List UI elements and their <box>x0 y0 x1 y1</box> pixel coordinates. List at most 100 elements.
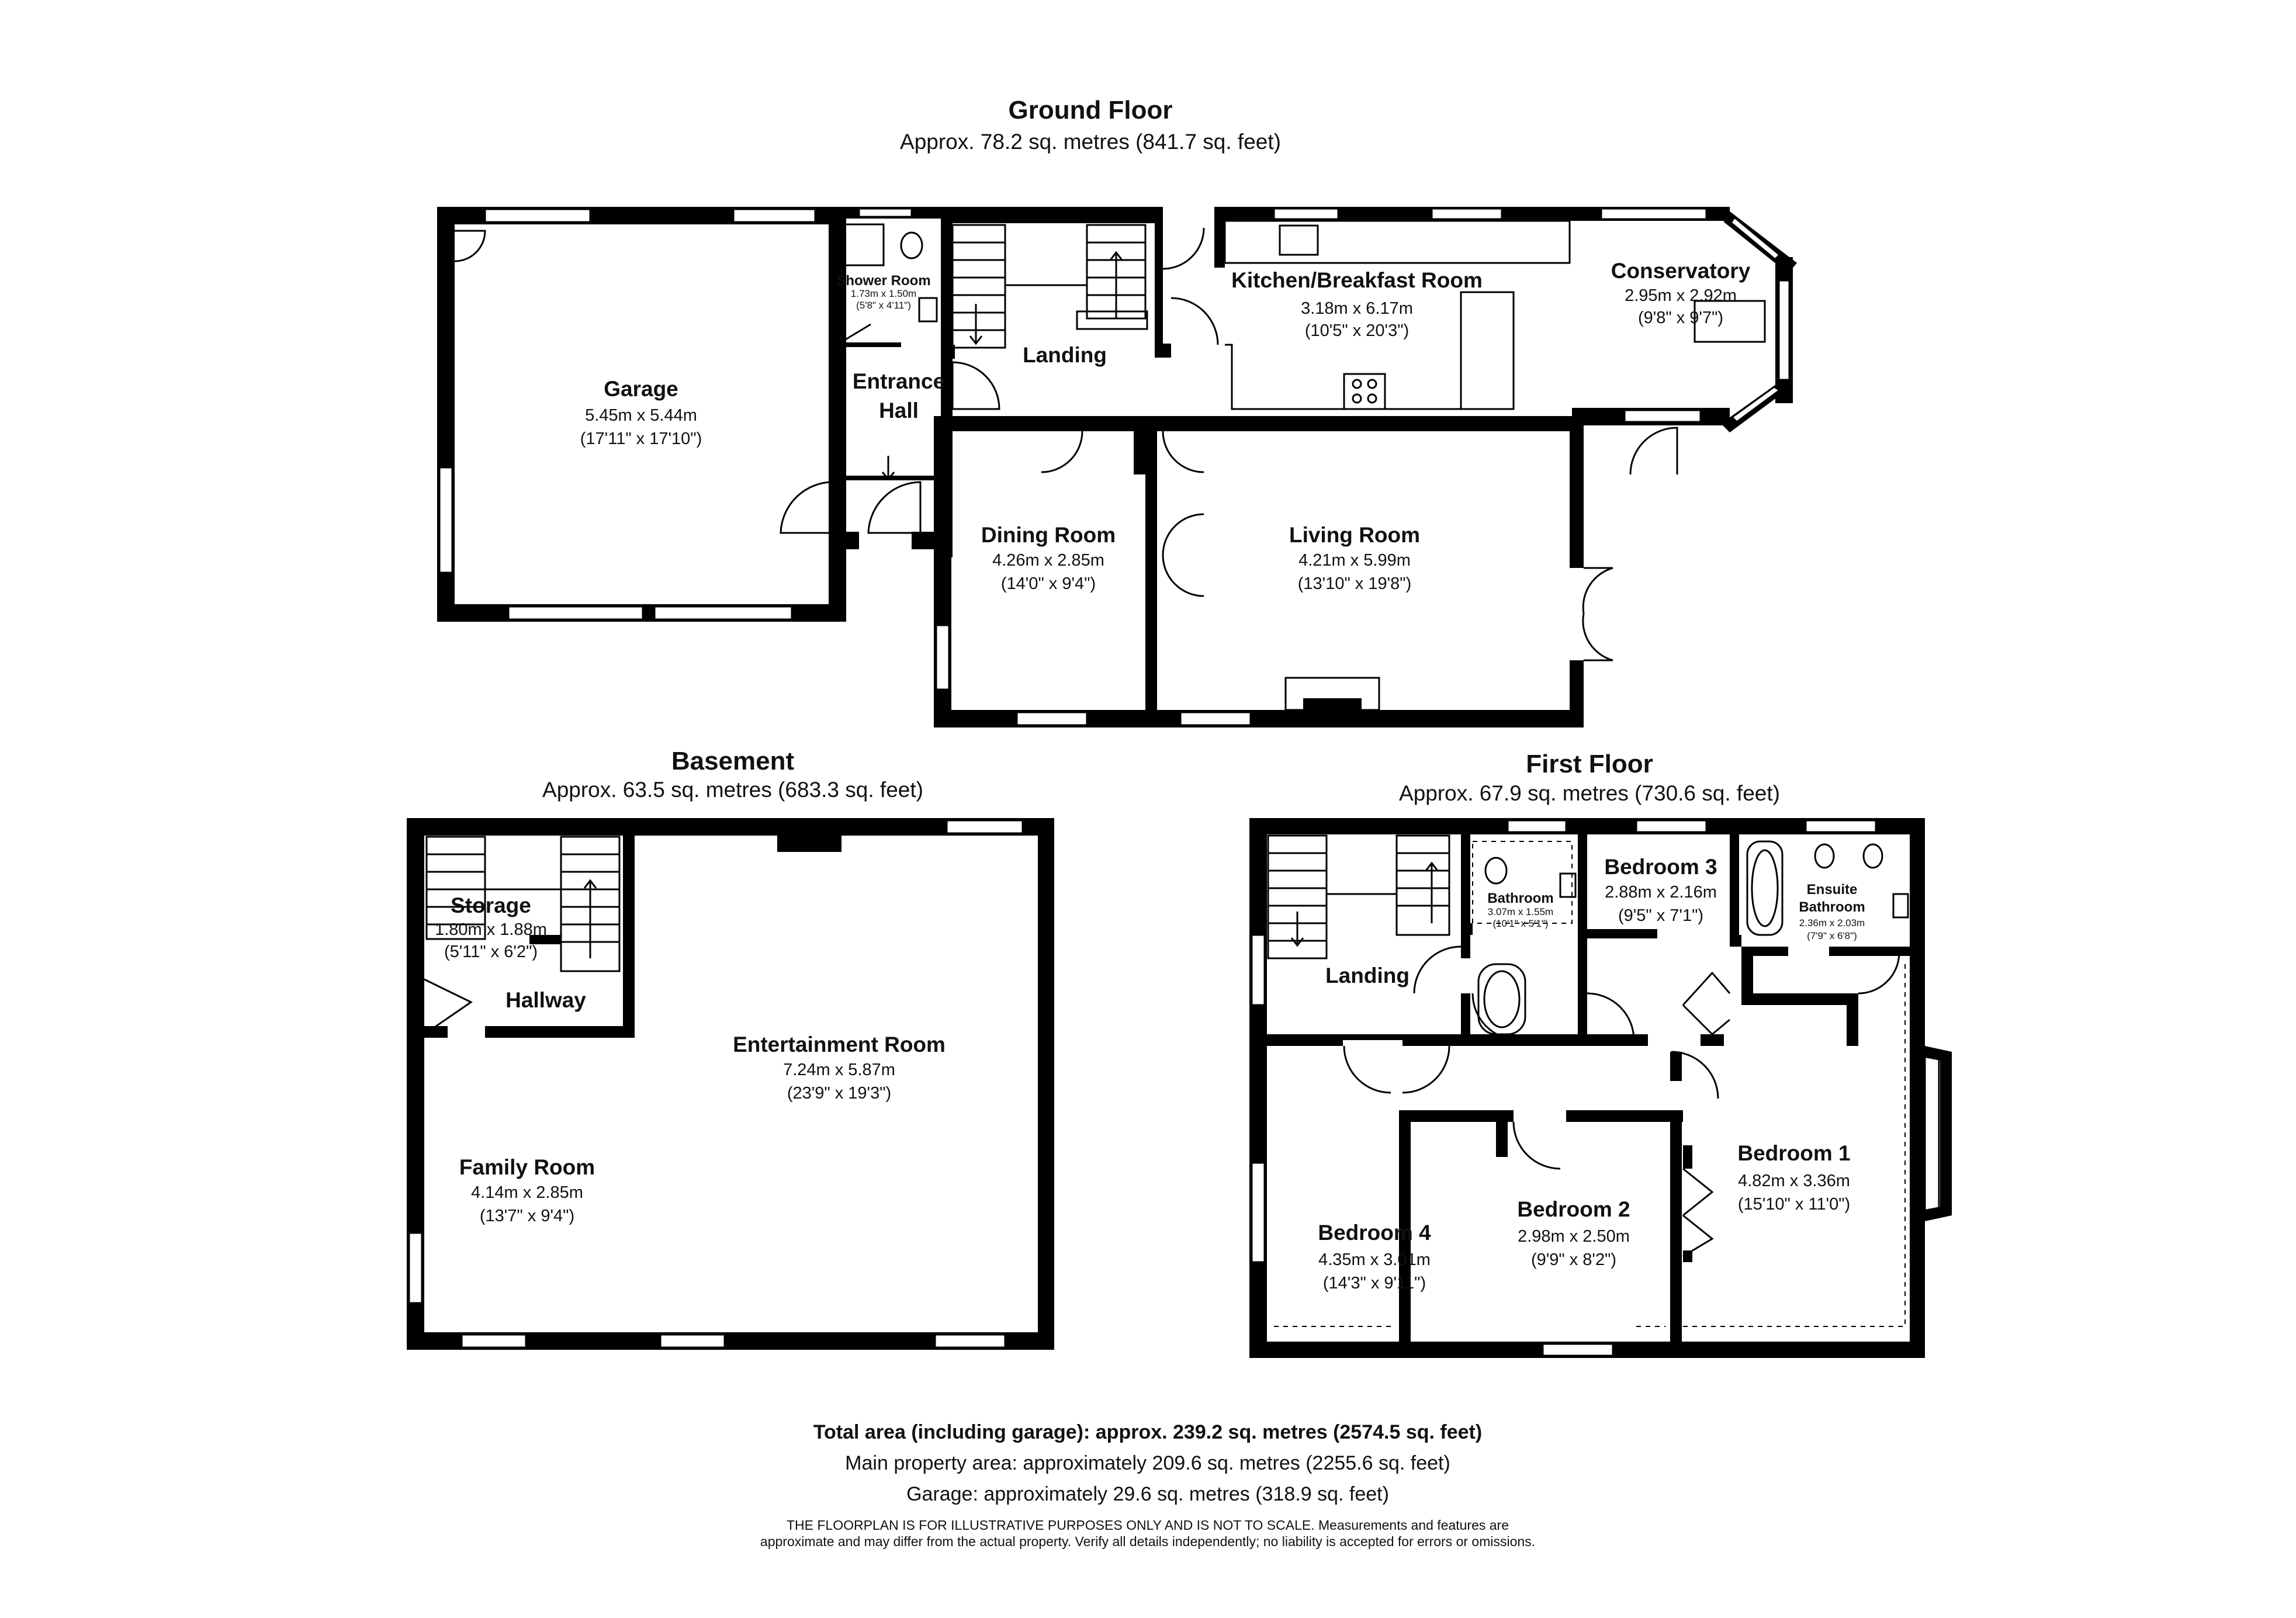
basin <box>1559 872 1577 898</box>
conservatory-metric: 2.95m x 2.92m <box>1625 286 1737 305</box>
kitchen-imperial: (10'5" x 20'3") <box>1305 321 1409 340</box>
garage-door <box>507 605 644 621</box>
first-floor-title: First Floor <box>1526 750 1653 778</box>
dining-room-imperial: (14'0" x 9'4") <box>1001 574 1096 593</box>
first-floor-area: Approx. 67.9 sq. metres (730.6 sq. feet) <box>1399 781 1780 805</box>
living-room-metric: 4.21m x 5.99m <box>1298 551 1411 570</box>
bath <box>1746 840 1784 936</box>
window <box>732 208 816 223</box>
window <box>1600 207 1708 220</box>
first-floor <box>1249 818 1952 1358</box>
entrance-hall-label: Entrance <box>853 369 945 393</box>
bedroom-3-imperial: (9'5" x 7'1") <box>1618 906 1703 925</box>
kitchen-sink <box>1279 224 1319 256</box>
bedroom-4-imperial: (14'3" x 9'11") <box>1323 1274 1426 1293</box>
family-room-imperial: (13'7" x 9'4") <box>480 1207 574 1225</box>
bathroom-imperial: (10'1" x 5'1") <box>1492 918 1548 929</box>
french-door <box>1582 567 1613 661</box>
ground-floor-area: Approx. 78.2 sq. metres (841.7 sq. feet) <box>900 130 1281 154</box>
dining-room-metric: 4.26m x 2.85m <box>992 551 1104 570</box>
kitchen-metric: 3.18m x 6.17m <box>1301 299 1413 318</box>
ensuite-metric: 2.36m x 2.03m <box>1799 917 1865 928</box>
ground-floor-title: Ground Floor <box>1008 96 1172 124</box>
ensuite-label: Ensuite <box>1807 882 1858 898</box>
fireplace <box>777 836 841 852</box>
bathroom-metric: 3.07m x 1.55m <box>1488 906 1553 917</box>
total-area: Total area (including garage): approx. 2… <box>813 1421 1482 1443</box>
bedroom-3-metric: 2.88m x 2.16m <box>1605 883 1717 902</box>
entrance-hall-label-2: Hall <box>879 399 919 422</box>
hob <box>1343 373 1386 410</box>
storage-imperial: (5'11" x 6'2") <box>444 943 538 961</box>
window <box>659 1333 726 1349</box>
window <box>1805 819 1877 833</box>
bedroom-2-label: Bedroom 2 <box>1517 1197 1630 1221</box>
living-room-imperial: (13'10" x 19'8") <box>1298 574 1412 593</box>
bath <box>1477 963 1526 1035</box>
window <box>1431 207 1503 220</box>
toilet <box>1484 857 1508 885</box>
bedroom-1-imperial: (15'10" x 11'0") <box>1738 1195 1850 1214</box>
toilet <box>1814 843 1835 869</box>
conservatory-label: Conservatory <box>1611 259 1751 283</box>
family-room-metric: 4.14m x 2.85m <box>471 1183 583 1202</box>
bedroom-1-label: Bedroom 1 <box>1737 1141 1850 1165</box>
shower-room-imperial: (5'8" x 4'11") <box>856 300 911 311</box>
front-door-swing <box>780 481 837 534</box>
window <box>1179 711 1252 726</box>
window <box>1273 207 1339 220</box>
entertainment-room-label: Entertainment Room <box>733 1033 946 1056</box>
living-room-label: Living Room <box>1289 523 1420 547</box>
door-swing <box>454 230 486 262</box>
window <box>946 819 1024 834</box>
main-area: Main property area: approximately 209.6 … <box>845 1452 1450 1474</box>
garage-label: Garage <box>604 377 678 401</box>
garage-door <box>653 605 793 621</box>
ground-floor <box>437 207 1797 727</box>
garage-metric: 5.45m x 5.44m <box>585 406 697 425</box>
bedroom-2-imperial: (9'9" x 8'2") <box>1531 1250 1616 1269</box>
wardrobe-doors <box>1682 1167 1714 1257</box>
window <box>1635 819 1708 833</box>
disclaimer-line-2: approximate and may differ from the actu… <box>760 1534 1535 1549</box>
bedroom-3-label: Bedroom 3 <box>1604 855 1717 879</box>
bedroom-1-metric: 4.82m x 3.36m <box>1738 1172 1850 1190</box>
bathroom-label: Bathroom <box>1487 891 1553 906</box>
dining-room-label: Dining Room <box>981 523 1116 547</box>
window <box>1507 819 1567 833</box>
window <box>408 1232 423 1304</box>
window <box>1623 409 1702 423</box>
garage-area: Garage: approximately 29.6 sq. metres (3… <box>906 1483 1389 1505</box>
ensuite-label-2: Bathroom <box>1799 899 1865 915</box>
storage-label: Storage <box>451 893 531 917</box>
first-landing-label: Landing <box>1325 964 1410 988</box>
ensuite-imperial: (7'9" x 6'8") <box>1807 930 1857 941</box>
window <box>1778 279 1791 381</box>
hallway-label: Hallway <box>505 988 586 1012</box>
ground-landing-label: Landing <box>1023 343 1107 367</box>
window <box>484 208 591 223</box>
window <box>858 207 913 218</box>
kitchen-label: Kitchen/Breakfast Room <box>1231 268 1483 292</box>
shower-room-metric: 1.73m x 1.50m <box>851 288 916 299</box>
toilet <box>900 231 923 259</box>
storage-metric: 1.80m x 1.88m <box>435 920 547 939</box>
family-room-label: Family Room <box>459 1155 595 1179</box>
window <box>1542 1343 1614 1357</box>
bedroom-4-label: Bedroom 4 <box>1318 1221 1431 1245</box>
bedroom-4-metric: 4.35m x 3.01m <box>1318 1250 1431 1269</box>
window <box>935 624 950 691</box>
basement-area: Approx. 63.5 sq. metres (683.3 sq. feet) <box>542 778 923 802</box>
window <box>934 1333 1006 1349</box>
garage-imperial: (17'11" x 17'10") <box>580 429 702 448</box>
entertainment-room-metric: 7.24m x 5.87m <box>783 1061 895 1079</box>
basin <box>1892 893 1909 919</box>
entertainment-room-imperial: (23'9" x 19'3") <box>787 1084 891 1103</box>
window <box>438 466 453 574</box>
basin <box>918 297 938 323</box>
disclaimer-line-1: THE FLOORPLAN IS FOR ILLUSTRATIVE PURPOS… <box>787 1517 1509 1533</box>
window <box>1251 1162 1266 1263</box>
basement-floor <box>407 818 1054 1350</box>
double-door <box>1162 513 1204 597</box>
